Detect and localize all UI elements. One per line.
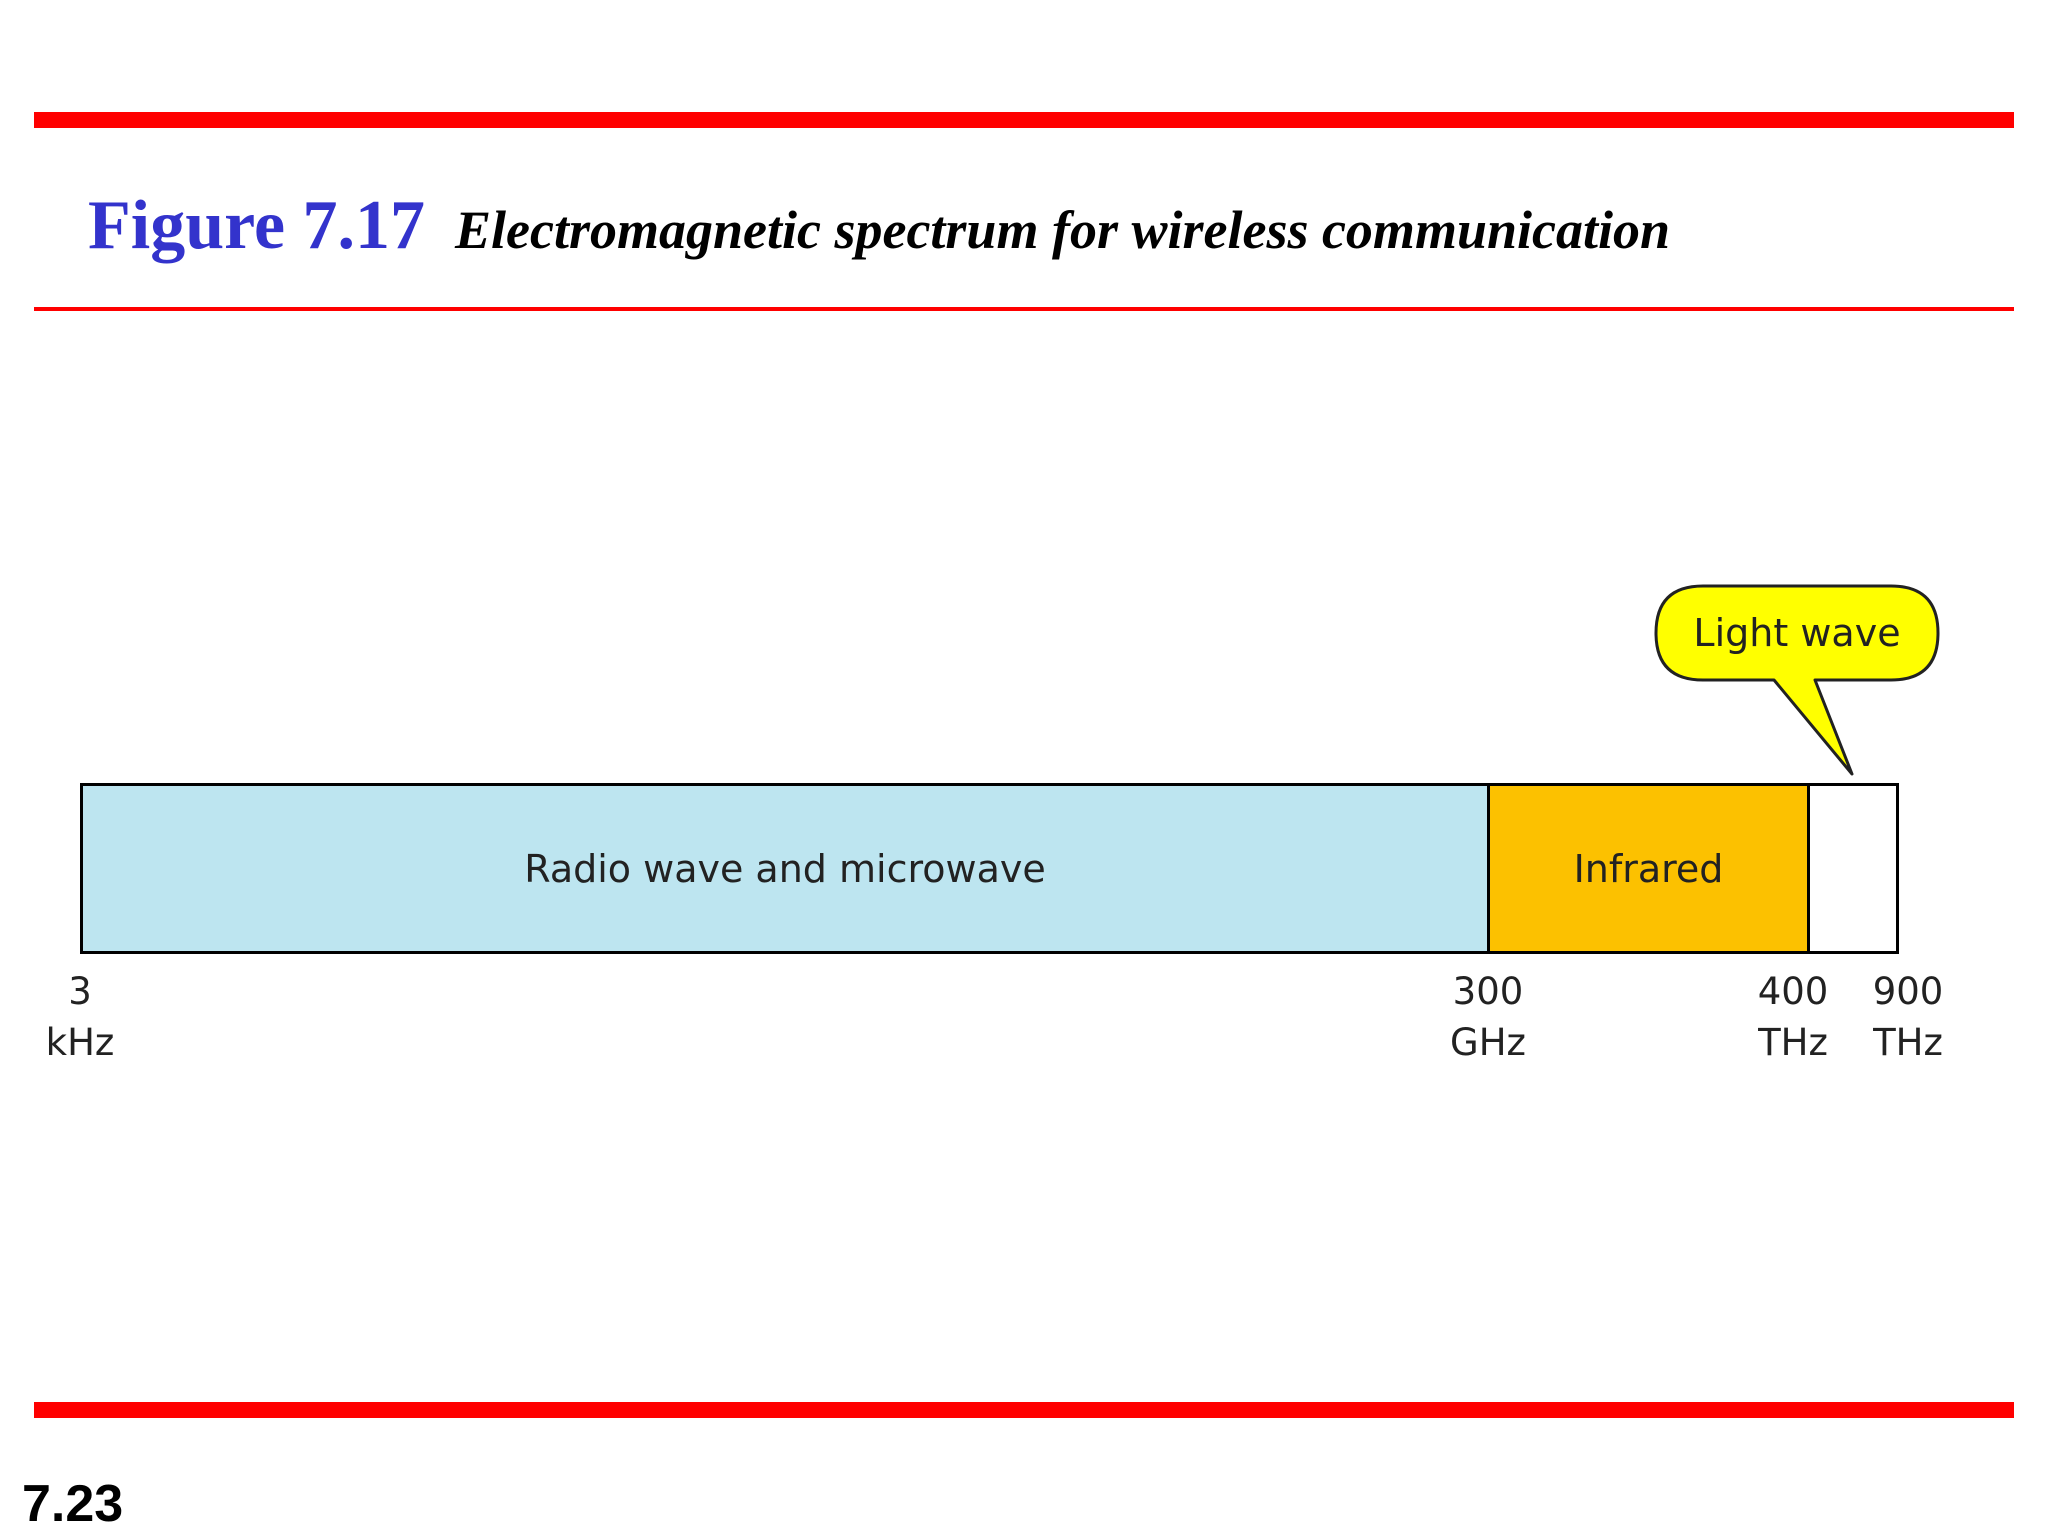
figure-caption: Electromagnetic spectrum for wireless co… [455,200,1671,260]
callout-label: Light wave [1693,611,1901,655]
title-underline-rule [34,307,2014,311]
tick-unit: kHz [45,1021,115,1064]
figure-title: Figure 7.17 Electromagnetic spectrum for … [88,186,1670,266]
infrared-band: Infrared [1487,783,1810,954]
tick-300-ghz: 300 GHz [1450,966,1526,1068]
tick-unit: THz [1758,1021,1828,1064]
tick-unit: GHz [1450,1021,1526,1064]
tick-value: 900 [1872,970,1944,1013]
bottom-rule [34,1402,2014,1418]
tick-value: 3 [68,970,92,1013]
infrared-label: Infrared [1573,846,1724,891]
tick-3-khz: 3 kHz [46,966,115,1068]
top-rule [34,112,2014,128]
light-wave-band [1807,783,1899,954]
tick-900-thz: 900 THz [1873,966,1944,1068]
page-number: 7.23 [22,1475,124,1533]
tick-unit: THz [1873,1021,1943,1064]
radio-microwave-band: Radio wave and microwave [80,783,1490,954]
tick-value: 400 [1757,970,1829,1013]
tick-value: 300 [1452,970,1524,1013]
radio-microwave-label: Radio wave and microwave [524,846,1046,891]
tick-400-thz: 400 THz [1758,966,1829,1068]
figure-label: Figure 7.17 [88,187,426,264]
